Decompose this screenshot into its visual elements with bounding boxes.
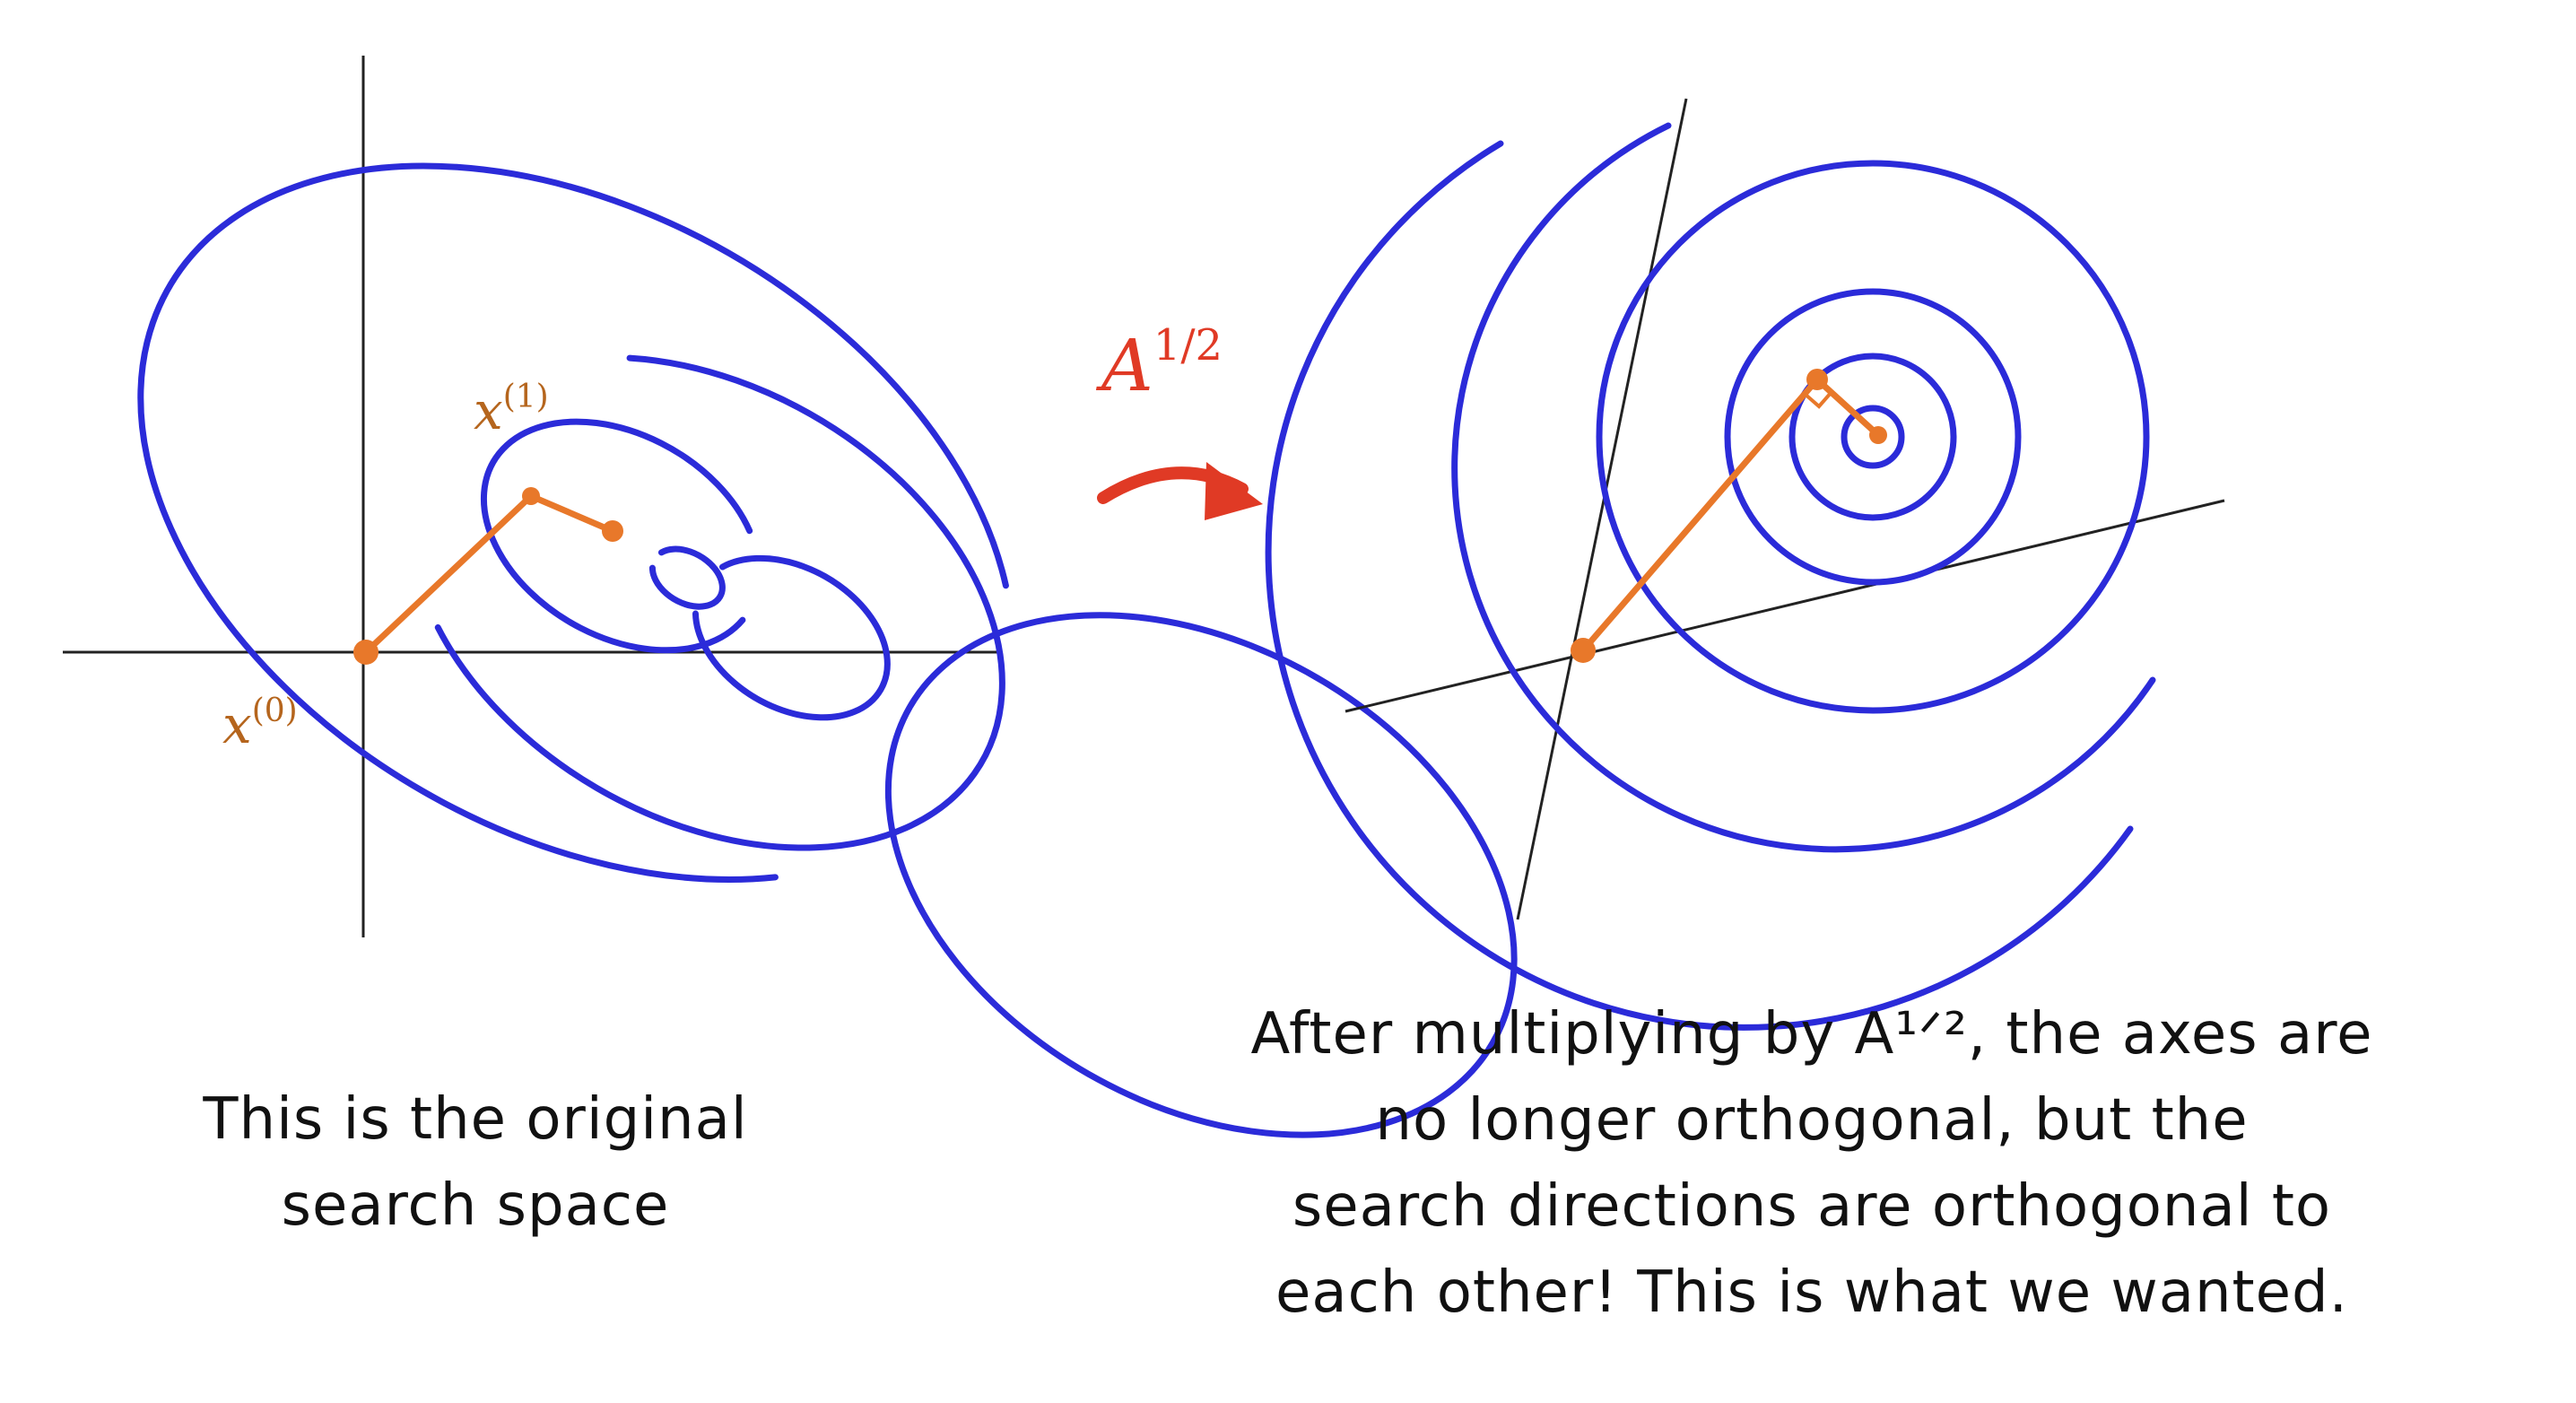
left-point-x0 [353, 640, 379, 665]
label-x0: x(0) [222, 693, 298, 755]
right-contour-4 [1596, 160, 2150, 714]
right-contour-1 [1841, 405, 1905, 469]
caption-left-line-1: This is the original [203, 1086, 748, 1153]
caption-right-line-2: no longer orthogonal, but the [1375, 1087, 2249, 1154]
caption-original-space: This is the original search space [108, 1076, 843, 1249]
left-contour-6 [137, 162, 1009, 883]
transform-symbol: A1/2 [1095, 320, 1223, 407]
right-contour-3 [1724, 288, 2022, 586]
arrow-head-icon [1205, 462, 1263, 520]
right-contour-2 [1788, 353, 1957, 521]
left-panel: x(0) x(1) [63, 56, 1518, 1138]
right-contour-6 [1265, 140, 2134, 1031]
left-point-x1 [522, 487, 540, 505]
caption-left-line-2: search space [281, 1172, 670, 1239]
transform-arrow: A1/2 [1095, 320, 1263, 520]
caption-transformed-space: After multiplying by A¹ᐟ², the axes are … [1112, 991, 2511, 1336]
caption-right-line-4: each other! This is what we wanted. [1275, 1259, 2348, 1326]
right-point-x1 [1806, 369, 1828, 390]
right-angle-marker [1803, 390, 1833, 409]
caption-right-line-3: search directions are orthogonal to [1292, 1173, 2332, 1240]
left-contour-1 [648, 545, 726, 610]
right-point-x0 [1571, 638, 1596, 663]
left-contour-2 [692, 554, 891, 721]
right-panel [1265, 98, 2225, 1031]
left-contour-5 [884, 612, 1518, 1138]
right-contour-5 [1451, 122, 2156, 853]
left-point-min [602, 520, 623, 542]
right-skewed-axis-1 [1516, 98, 1688, 920]
left-contour-4 [434, 354, 1005, 851]
caption-right-line-1: After multiplying by A¹ᐟ², the axes are [1250, 1001, 2373, 1068]
right-point-min [1869, 426, 1887, 444]
label-x1: x(1) [474, 379, 549, 441]
right-skewed-axis-2 [1345, 499, 2225, 713]
left-contour-3 [480, 418, 753, 654]
